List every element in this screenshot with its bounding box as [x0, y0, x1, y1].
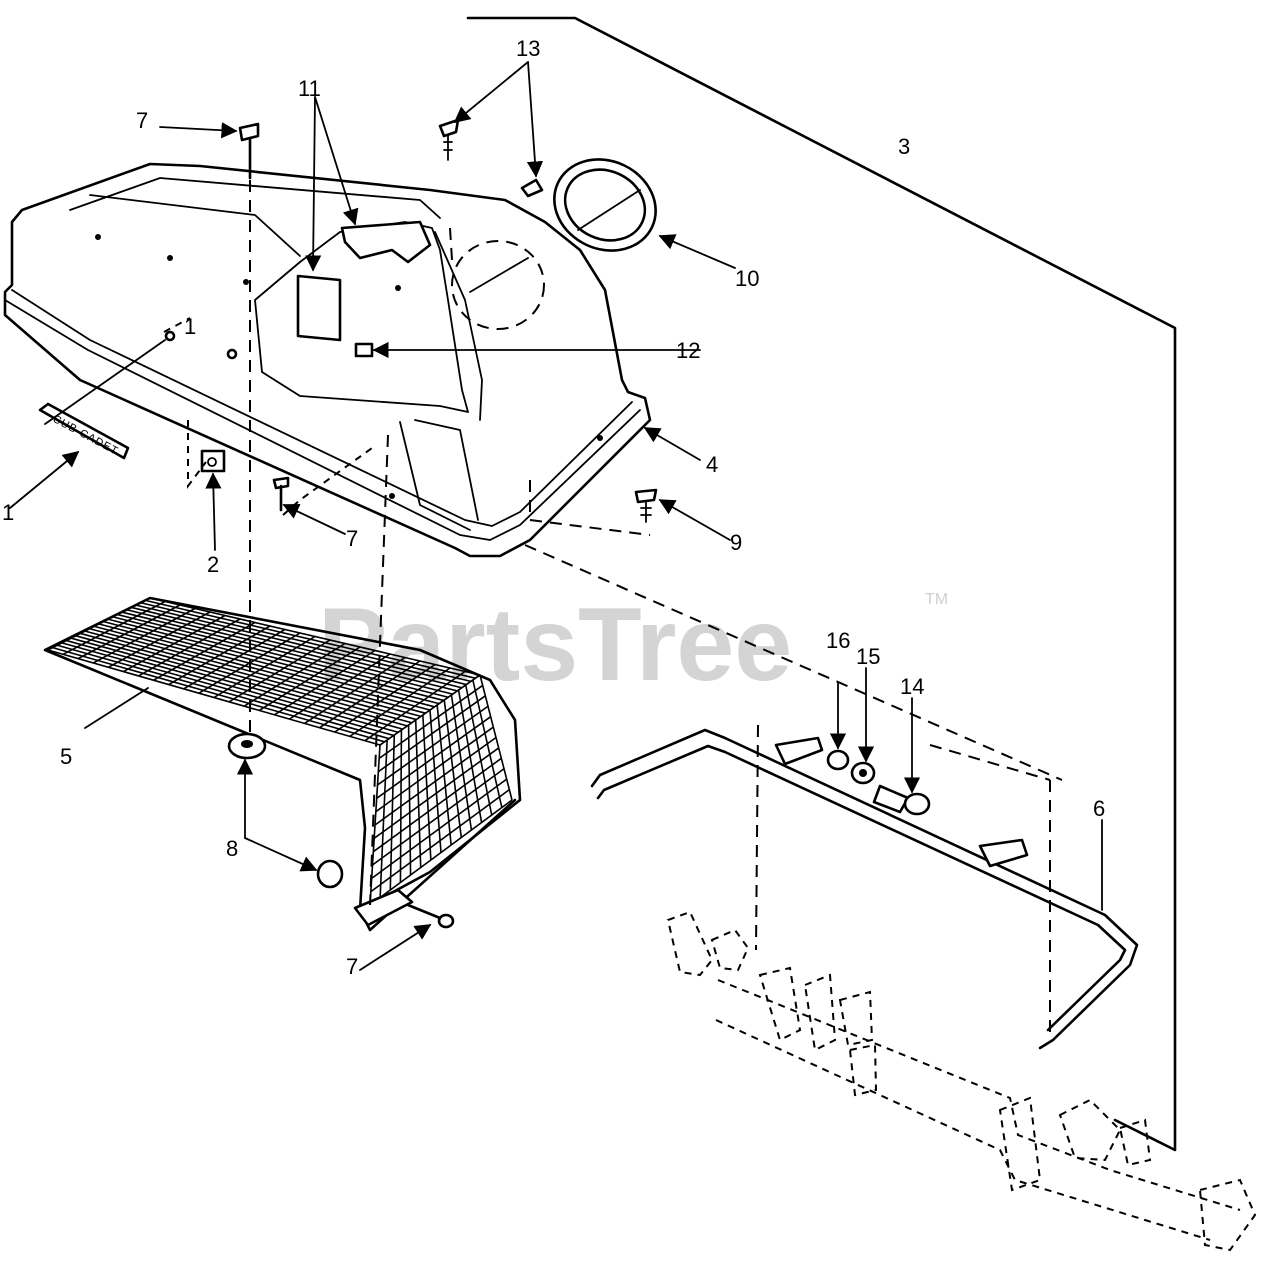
callout-7-bottom: 7 [346, 954, 358, 979]
callout-5: 5 [60, 744, 72, 769]
rivet-f [597, 435, 603, 441]
mesh-wire [377, 705, 489, 786]
mesh-wire [334, 663, 436, 733]
item-3-bracket-line [466, 16, 1177, 1152]
callout-14: 14 [900, 674, 924, 699]
mesh-wire [319, 660, 421, 729]
mesh-wire [372, 768, 505, 866]
assembly-lines [249, 180, 1063, 1040]
hinge-bracket-11 [296, 274, 342, 342]
mesh-wire [168, 625, 271, 686]
housing-rim-inner [4, 299, 641, 541]
mesh-wire [107, 611, 211, 668]
hardware-14-15-16 [826, 749, 931, 816]
callout-8: 8 [226, 836, 238, 861]
mesh-wire [349, 667, 451, 738]
callout-10: 10 [735, 266, 759, 291]
clip-12 [354, 342, 374, 358]
mesh-wire [377, 695, 486, 773]
mesh-wire [258, 646, 361, 712]
bag-opening-radius [469, 257, 529, 293]
mesh-wire [138, 618, 241, 677]
mesh-wire [228, 639, 331, 703]
bag-opening-outline [451, 240, 545, 330]
housing-body [3, 162, 652, 558]
ring-seal [553, 158, 657, 252]
mesh-wire [304, 656, 406, 725]
leader-lines [9, 61, 1103, 971]
housing-rim-lip [11, 289, 633, 527]
mesh-wire [370, 788, 510, 893]
housing-chute-side [434, 231, 483, 421]
mesh-wire [153, 621, 256, 681]
mesh-wire [183, 628, 286, 690]
rivet-c [243, 279, 249, 285]
bushings-8 [227, 732, 344, 889]
housing-top-ridge [69, 177, 441, 219]
callout-4: 4 [706, 452, 718, 477]
housing-chute-face [414, 419, 479, 521]
handle-rod [590, 728, 1139, 1050]
rivet-a [95, 234, 101, 240]
mesh-wire [373, 747, 500, 839]
nameplate-text: CUB CADET [51, 413, 121, 458]
tractor-frame-phantom [666, 910, 1257, 1252]
mesh-wire [289, 653, 391, 720]
mesh-wire [123, 614, 226, 673]
callout-9: 9 [730, 530, 742, 555]
mesh-bag [43, 596, 522, 932]
mesh-wire [47, 597, 151, 651]
callout-1: 1 [2, 500, 14, 525]
hole-a [164, 330, 176, 342]
mesh-grid [47, 597, 513, 906]
mesh-wire [273, 649, 376, 716]
watermark: PartsTree TM [318, 587, 948, 703]
hinge-bracket-11b [340, 220, 432, 264]
callout-2: 2 [207, 552, 219, 577]
nameplate: CUB CADET [38, 402, 130, 460]
callout-15: 15 [856, 644, 880, 669]
callout-1-top: 1 [184, 314, 196, 339]
mesh-wire [375, 726, 494, 813]
mesh-wire [92, 607, 196, 664]
housing-top-panel [89, 194, 301, 257]
mesh-wire [372, 757, 502, 853]
callout-6: 6 [1093, 796, 1105, 821]
mesh-wire [213, 635, 316, 699]
clip-2 [187, 420, 226, 489]
housing-chute-front [399, 421, 471, 531]
callout-3: 3 [898, 134, 910, 159]
mesh-wire [374, 736, 497, 826]
mesh-wire [376, 716, 492, 799]
mesh-wire [378, 684, 484, 759]
mesh-wire [62, 600, 166, 656]
callout-13: 13 [516, 36, 540, 61]
rivet-b [167, 255, 173, 261]
callout-7-mid: 7 [346, 526, 358, 551]
watermark-trademark: TM [925, 591, 948, 608]
callout-labels: 1 1 2 3 4 5 6 7 7 7 8 9 10 11 12 13 14 1… [2, 36, 1105, 979]
rivet-d [395, 285, 401, 291]
callout-11: 11 [298, 76, 321, 101]
callout-12: 12 [676, 338, 700, 363]
rivet-e [389, 493, 395, 499]
bag-housing [3, 162, 652, 558]
mesh-wire [379, 674, 481, 746]
mesh-wire [243, 642, 346, 707]
mesh-wire [369, 799, 513, 906]
mesh-wire [364, 670, 466, 742]
hole-b [226, 348, 238, 360]
hinge-plate-outline [254, 221, 469, 413]
callout-16: 16 [826, 628, 850, 653]
callout-7-top: 7 [136, 108, 148, 133]
mesh-wire [371, 778, 508, 879]
fasteners [238, 118, 658, 929]
mesh-wire [77, 604, 181, 660]
